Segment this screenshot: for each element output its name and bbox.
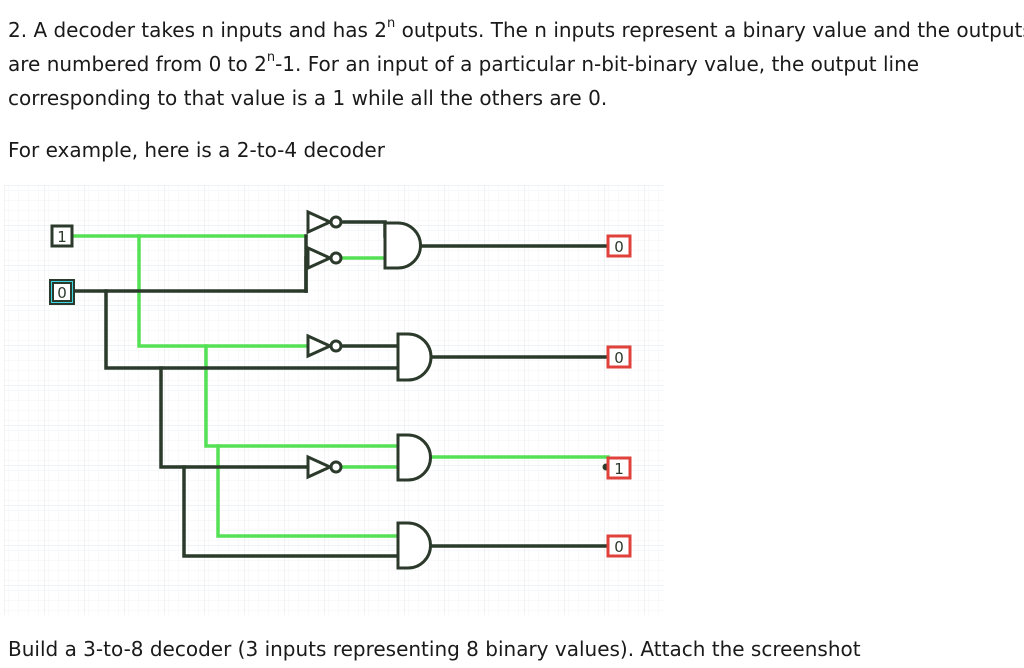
- wire-a-branch-3: [216, 444, 400, 538]
- question-line-1: 2. A decoder takes n inputs and has 2n o…: [8, 13, 1024, 47]
- wire-b-branch: [104, 289, 400, 370]
- output-pin-1: 0: [606, 345, 632, 369]
- wires-on: [66, 234, 610, 538]
- output-value: 0: [614, 538, 624, 556]
- and-gate: [396, 433, 432, 482]
- grid-background: [4, 185, 664, 615]
- question-line-3: corresponding to that value is a 1 while…: [8, 86, 608, 110]
- exponent-n: n: [387, 16, 396, 32]
- output-pin-0: 0: [606, 234, 632, 258]
- wire-a-branch-2: [204, 344, 400, 448]
- question-text-part: outputs. The n inputs represent a binary…: [395, 18, 1024, 42]
- output-pin-3: 0: [606, 534, 632, 558]
- input-pin-b[interactable]: 0: [49, 279, 75, 305]
- not-gate: [306, 209, 343, 235]
- wire-a-branch: [137, 234, 308, 348]
- decoder-circuit-diagram: 1 0 0 0 1 0: [4, 185, 664, 615]
- question-text-part: 2. A decoder takes n inputs and has 2: [8, 18, 388, 42]
- question-text-part: are numbered from 0 to 2: [8, 52, 267, 76]
- question-text-part: -1. For an input of a particular n-bit-b…: [275, 52, 920, 76]
- exponent-n: n: [266, 50, 276, 66]
- input-value: 1: [57, 228, 67, 246]
- not-gate: [306, 245, 343, 271]
- not-gate: [306, 333, 343, 359]
- and-gate: [396, 521, 432, 570]
- wire-b-branch-3: [182, 465, 400, 558]
- wire-b-branch-2: [159, 366, 308, 469]
- question-line-2: are numbered from 0 to 2n-1. For an inpu…: [8, 47, 919, 81]
- and-gate: [383, 221, 422, 270]
- output-value: 0: [614, 238, 624, 256]
- input-value: 0: [57, 284, 67, 302]
- input-pin-a[interactable]: 1: [50, 224, 74, 248]
- output-value: 1: [614, 460, 624, 478]
- not-gate: [306, 454, 343, 480]
- output-pin-2: 1: [606, 456, 632, 480]
- example-caption: For example, here is a 2-to-4 decoder: [8, 138, 385, 162]
- assignment-instruction: Build a 3-to-8 decoder (3 inputs represe…: [8, 637, 861, 661]
- output-value: 0: [614, 349, 624, 367]
- and-gate: [396, 332, 433, 382]
